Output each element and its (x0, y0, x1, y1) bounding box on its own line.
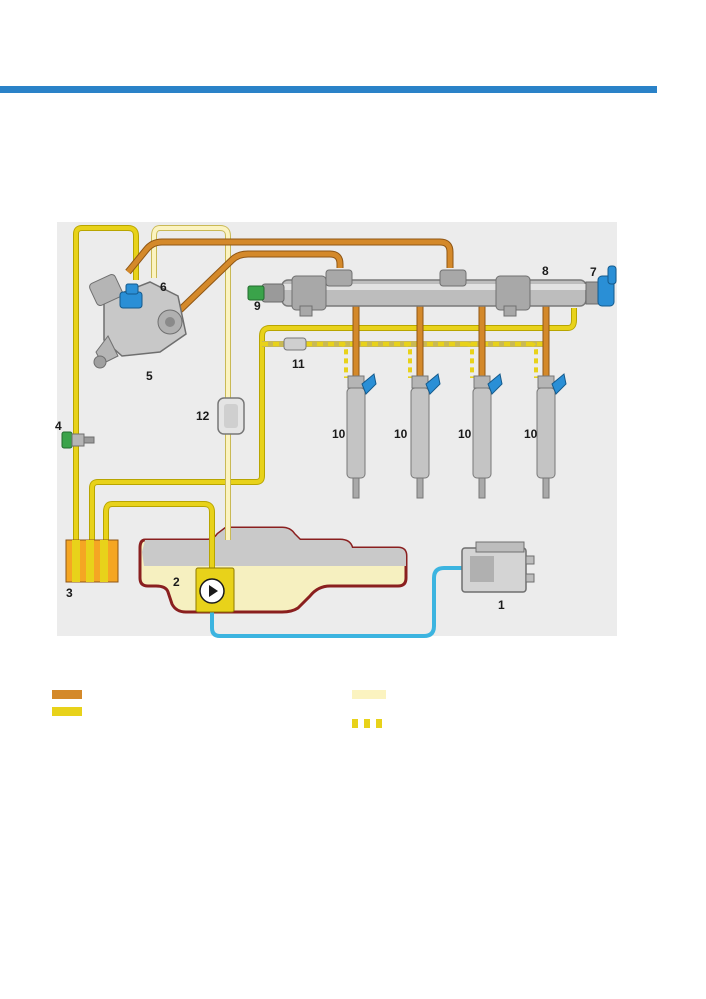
legend-return-swatch (352, 690, 386, 699)
label-filter: 3 (66, 586, 73, 600)
injector-4 (536, 373, 567, 499)
return-lines (151, 225, 544, 540)
label-pressure-valve: 9 (254, 299, 261, 313)
fuel-filter (65, 539, 119, 583)
label-injector-2: 10 (394, 427, 408, 441)
legend-return-dashed-swatch (352, 719, 386, 728)
label-pump: 2 (173, 575, 180, 589)
fuel-temperature-sensor (61, 431, 95, 449)
rail-pressure-sensor (585, 265, 617, 307)
label-rail: 8 (542, 264, 549, 278)
common-rail (281, 269, 587, 317)
high-pressure-lines (125, 238, 550, 376)
label-high-pressure-pump: 5 (146, 369, 153, 383)
label-injector-4: 10 (524, 427, 538, 441)
fuel-pump (195, 567, 235, 613)
label-injector-1: 10 (332, 427, 346, 441)
fuel-cooler (217, 397, 245, 435)
signal-wire (210, 566, 470, 638)
legend-supply-swatch (52, 707, 82, 716)
label-ecu: 1 (498, 598, 505, 612)
label-injector-3: 10 (458, 427, 472, 441)
header-accent-bar (0, 86, 657, 93)
restrictor (283, 337, 307, 351)
label-restrictor: 11 (292, 357, 305, 371)
supply-lines (73, 225, 577, 570)
label-cooler: 12 (196, 409, 210, 423)
injector-2 (410, 373, 441, 499)
high-pressure-pump (89, 274, 187, 369)
injector-1 (346, 373, 377, 499)
legend-high-pressure-swatch (52, 690, 82, 699)
engine-control-unit (461, 541, 535, 593)
label-rail-pressure-sensor: 7 (590, 265, 597, 279)
label-temp-sensor: 4 (55, 419, 62, 433)
label-metering-valve: 6 (160, 280, 167, 294)
injector-3 (472, 373, 503, 499)
pressure-control-valve (247, 283, 285, 303)
